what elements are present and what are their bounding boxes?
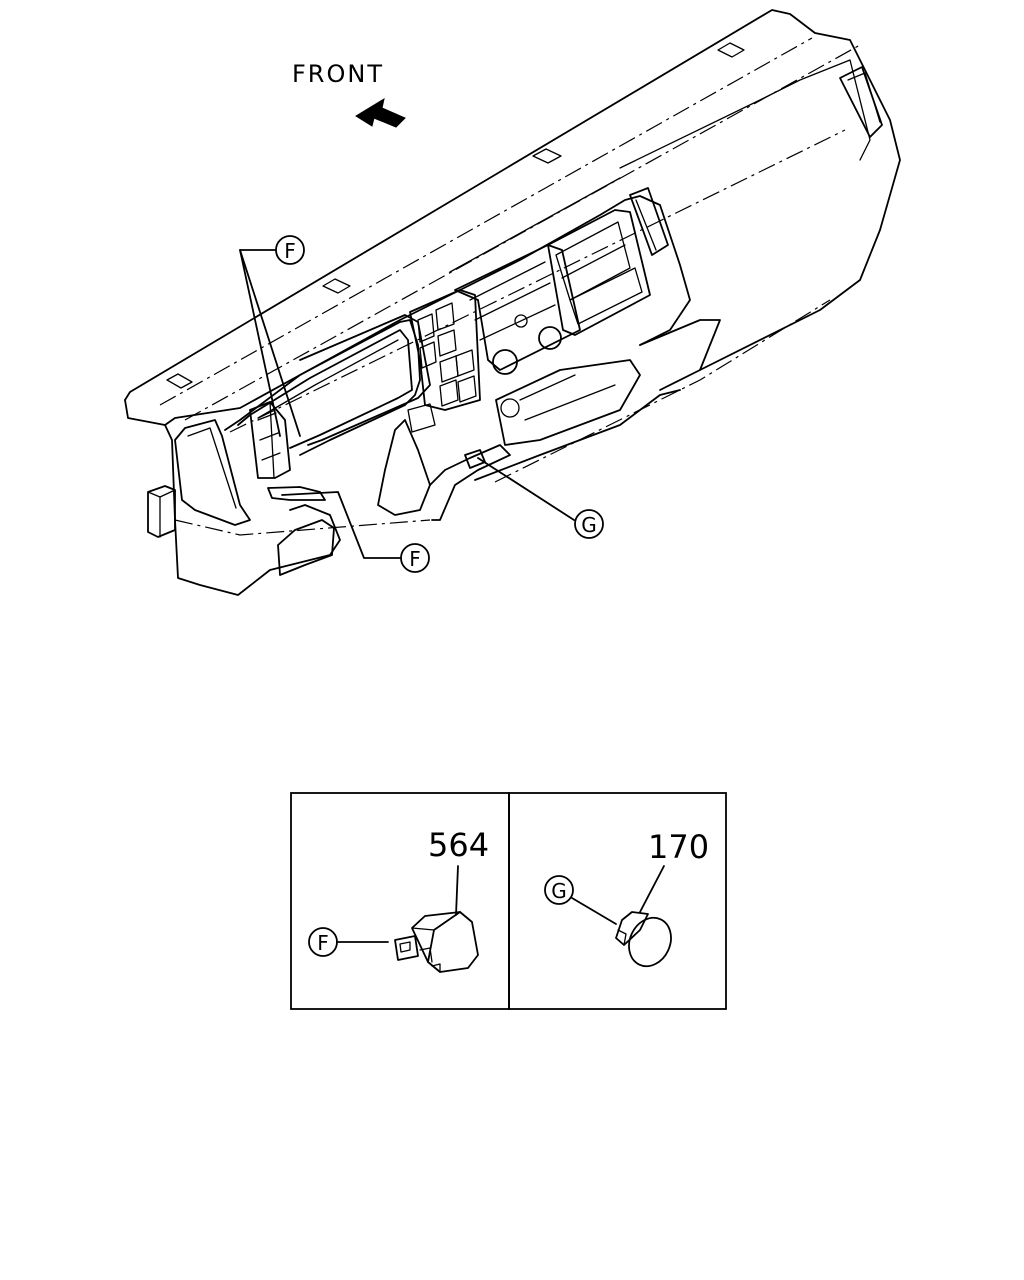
callout-f-bottom-label: F bbox=[409, 547, 421, 571]
front-arrow-icon bbox=[355, 97, 406, 128]
front-label: FRONT bbox=[292, 60, 384, 88]
detail-box-right: 170 G bbox=[508, 792, 727, 1010]
leader-lines bbox=[239, 249, 575, 559]
dashboard-illustration bbox=[124, 9, 901, 596]
callout-g-main-label: G bbox=[581, 513, 597, 537]
detail-box-left: 564 F bbox=[290, 792, 510, 1010]
plug-part-icon bbox=[615, 911, 672, 968]
callout-f-bottom: F bbox=[400, 543, 430, 573]
callout-f-detail-label: F bbox=[317, 931, 329, 955]
callout-g-detail-label: G bbox=[551, 879, 567, 903]
callout-f-top-label: F bbox=[284, 239, 296, 263]
callout-f-top: F bbox=[275, 235, 305, 265]
part-number-170: 170 bbox=[648, 828, 709, 866]
switch-part-icon bbox=[394, 911, 479, 973]
callout-g-main: G bbox=[574, 509, 604, 539]
part-number-564: 564 bbox=[428, 826, 489, 864]
